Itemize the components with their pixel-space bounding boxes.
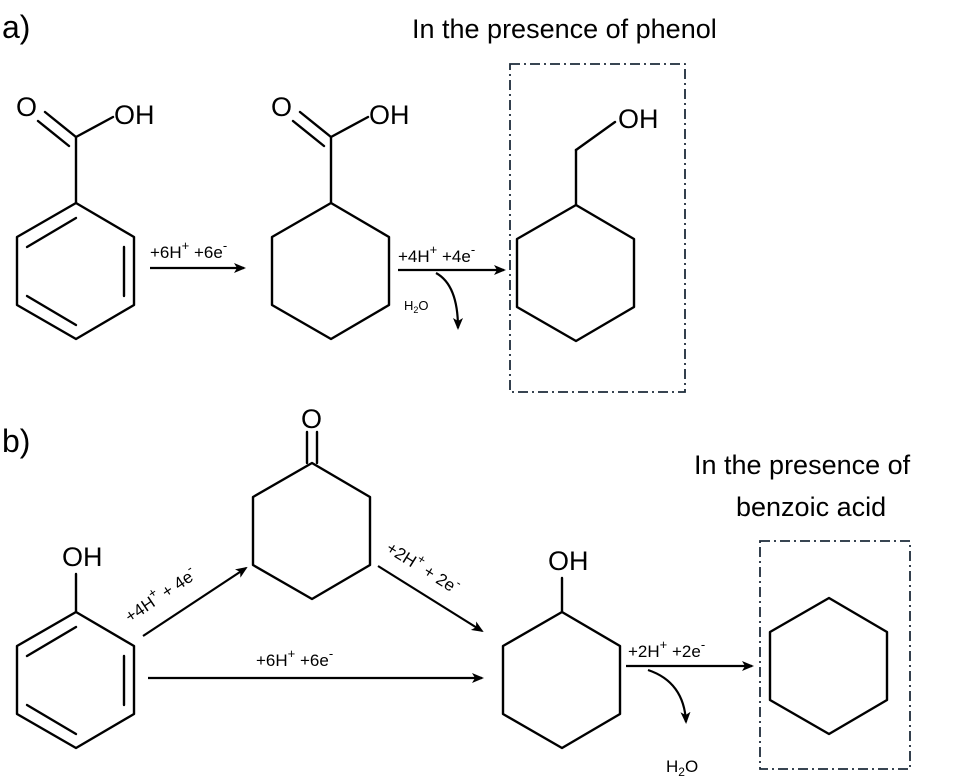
carbonyl-bond: [298, 110, 333, 139]
aromatic-double-bond: [25, 216, 78, 249]
carbonyl-oxygen: O: [301, 404, 322, 434]
condition-a-step2: +4H+ +4e-: [398, 242, 475, 266]
condition-alcohol-to-cyclohexane: +2H+ +2e-: [628, 637, 705, 661]
cyclohexane-structure: [768, 596, 889, 736]
hydroxyl-group: OH: [548, 546, 589, 576]
arrow-ketone-to-alcohol: [377, 565, 484, 633]
hydroxyl-bond: [74, 115, 115, 139]
phenol-presence-note: In the presence of phenol: [412, 14, 717, 44]
hydroxyl-group: OH: [618, 104, 659, 134]
cyclohexane-ring: [515, 203, 636, 343]
carbonyl-double-bond: [36, 119, 71, 148]
carbonyl-bond: [43, 110, 78, 139]
water-release-arrow-a: [435, 272, 463, 330]
condition-phenol-to-ketone: +4H+ + 4e-: [119, 561, 200, 627]
condition-ketone-to-alcohol: +2H+ + 2e-: [383, 534, 465, 598]
phenol-structure: OH: [15, 542, 136, 750]
water-release-arrow-b: [647, 668, 691, 724]
cyclohexane-ring: [768, 596, 889, 736]
hydroxyl-bond: [329, 115, 370, 139]
panel-a-label: a): [2, 9, 30, 45]
aromatic-double-bond: [25, 625, 78, 658]
cyclohexanol-structure: OH: [501, 546, 622, 750]
cyclohexane-ring: [251, 461, 372, 601]
benzoic-presence-note-line1: In the presence of: [694, 450, 911, 480]
condition-a-step1: +6H+ +6e-: [150, 238, 227, 262]
arrow-phenol-to-ketone: [142, 566, 248, 637]
carbonyl-oxygen: O: [271, 92, 292, 122]
aromatic-double-bond: [25, 294, 78, 327]
water-byproduct-a: H2O: [404, 298, 429, 315]
benzoic-presence-note-line2: benzoic acid: [736, 492, 886, 522]
condition-phenol-to-alcohol: +6H+ +6e-: [256, 646, 333, 670]
cyclohexanecarboxylic-acid-structure: O OH: [270, 92, 410, 341]
benzene-ring: [15, 201, 136, 341]
aromatic-double-bond: [25, 703, 78, 736]
cyclohexylmethanol-structure: OH: [515, 104, 659, 343]
methylene-hydroxyl-bond: [574, 120, 617, 152]
benzoic-acid-structure: O OH: [15, 92, 155, 341]
panel-b-label: b): [2, 423, 30, 459]
benzene-ring: [15, 610, 136, 750]
phenol-condition-box: [509, 63, 686, 393]
cyclohexane-ring: [270, 201, 391, 341]
cyclohexanone-structure: O: [251, 404, 372, 601]
cyclohexane-ring: [501, 610, 622, 750]
carbonyl-oxygen: O: [16, 92, 37, 122]
hydroxyl-group: OH: [369, 100, 410, 130]
water-byproduct-b: H2O: [666, 757, 698, 779]
hydroxyl-group: OH: [114, 100, 155, 130]
benzoic-condition-box: [759, 540, 911, 770]
carbonyl-double-bond: [291, 119, 326, 148]
hydroxyl-group: OH: [62, 542, 103, 572]
